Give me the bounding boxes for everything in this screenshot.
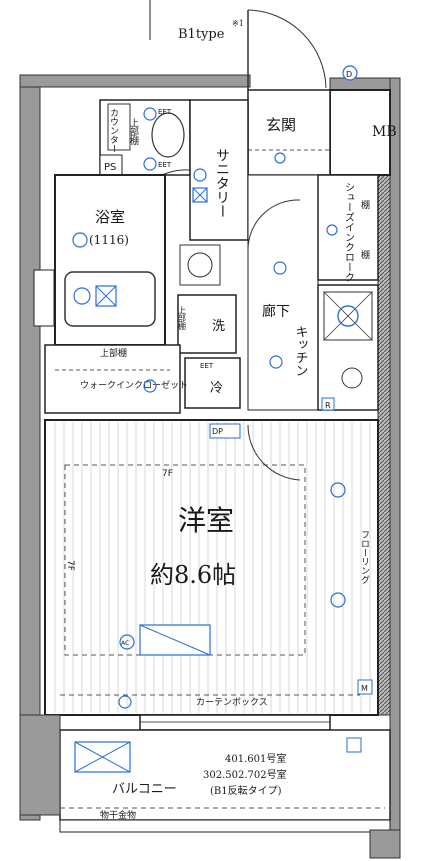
curtain-box-label: カーテンボックス xyxy=(196,697,268,708)
corridor-light-2 xyxy=(269,355,283,369)
toilet-light-2 xyxy=(143,157,157,171)
ps-label: PS xyxy=(104,162,116,173)
left-outer-wall xyxy=(19,74,41,821)
type-label: B1type xyxy=(178,27,225,42)
r-mark: R xyxy=(325,401,331,410)
dp-box xyxy=(209,423,241,439)
right-edge-wall xyxy=(389,77,401,859)
balcony-label: バルコニー xyxy=(112,782,177,797)
entrance-light xyxy=(274,152,286,164)
flowing-ceiling-label: フローリング xyxy=(359,530,370,584)
bathtub xyxy=(64,271,156,327)
ac-outlet xyxy=(119,634,135,650)
air-conditioner-diag xyxy=(139,624,211,656)
wash-label: 洗 xyxy=(212,319,225,334)
upper-shelf-toilet-label: 上部棚 xyxy=(128,118,139,146)
mb-room xyxy=(329,89,391,176)
bath-window xyxy=(33,269,55,327)
closet-light xyxy=(143,379,157,393)
kitchen-sink xyxy=(341,367,363,389)
sanitary-fan-x xyxy=(192,187,208,203)
corridor-light xyxy=(273,261,287,275)
toilet-light-1 xyxy=(143,107,157,121)
fridge-space xyxy=(184,357,241,409)
balcony-note-3: (B1反転タイプ) xyxy=(210,785,282,797)
toilet-bowl xyxy=(151,112,185,158)
eet-mark-1: EET xyxy=(158,108,172,116)
shelf-mark-2: 棚 xyxy=(359,249,370,260)
balcony-rail xyxy=(59,819,391,833)
corridor-area xyxy=(247,174,319,411)
room-light-2 xyxy=(330,592,346,608)
mb-label: MB xyxy=(372,124,397,140)
flooring-label-left: 7F xyxy=(65,560,75,571)
counter-label: カウンター xyxy=(108,108,119,153)
counter-box xyxy=(107,103,131,151)
bathroom-label: 浴室 xyxy=(95,208,125,226)
room-light-1 xyxy=(330,482,346,498)
type-note-mark: ※1 xyxy=(232,19,244,28)
corridor-door-arc xyxy=(247,199,301,251)
clothes-hanger-label: 物干金物 xyxy=(100,809,136,821)
balcony-note-2: 302.502.702号室 xyxy=(203,768,287,781)
walk-in-closet-label: ウォークインクローゼット xyxy=(80,379,188,391)
bath-fan xyxy=(95,285,117,307)
upper-shelf-closet-label: 上部棚 xyxy=(100,347,127,359)
corridor-label: 廊下 xyxy=(262,303,290,320)
r-mark-box xyxy=(321,397,335,411)
upper-shelf-wash-label: 上部棚 xyxy=(178,306,187,331)
sanitary-fan xyxy=(192,187,208,203)
outlet-bottom xyxy=(118,695,132,709)
bathroom-light xyxy=(72,232,88,248)
fridge-label: 冷 xyxy=(210,381,223,396)
room-door-arc xyxy=(247,424,301,481)
shelf-mark-1: 棚 xyxy=(359,199,370,210)
flooring-lines xyxy=(54,422,371,713)
bathtub-drain xyxy=(73,287,91,305)
entrance-label: 玄関 xyxy=(266,116,296,134)
sanitary-room xyxy=(189,99,249,241)
shoes-light xyxy=(326,224,338,236)
western-room-name: 洋室 xyxy=(178,504,234,537)
d-mark-circle xyxy=(342,65,358,81)
dp-mark: DP xyxy=(212,427,223,436)
right-outer-wall xyxy=(377,174,391,716)
shoes-closet-label: シューズインクローク xyxy=(343,182,355,282)
outdoor-unit-x xyxy=(74,741,131,773)
balcony-light xyxy=(346,737,362,753)
kitchen-label: キッチン xyxy=(293,325,308,377)
stove-burner xyxy=(337,305,359,327)
eet-mark-3: EET xyxy=(200,362,214,370)
bath-fan-x xyxy=(95,285,117,307)
western-room-size: 約8.6帖 xyxy=(150,561,236,589)
western-room xyxy=(44,419,379,716)
balcony-left-wall xyxy=(19,714,61,816)
stove-x xyxy=(323,291,373,341)
bottom-right-wall xyxy=(369,829,401,859)
ac-mark: AC xyxy=(121,640,129,647)
wash-basin xyxy=(179,244,221,286)
balcony-note-1: 401.601号室 xyxy=(225,752,286,765)
eet-mark-2: EET xyxy=(158,161,172,169)
walk-in-closet xyxy=(44,344,181,414)
wash-basin-bowl xyxy=(187,252,213,278)
sanitary-light xyxy=(193,168,207,182)
m-mark: M xyxy=(361,684,368,693)
sanitary-label: サニタリー xyxy=(214,148,230,218)
entrance-door-arc xyxy=(247,9,327,89)
m-mark-box xyxy=(357,679,373,695)
d-mark: D xyxy=(346,70,352,79)
top-wall xyxy=(19,74,251,88)
flooring-label-top: 7F xyxy=(162,469,173,479)
washer-space xyxy=(177,294,237,354)
bathroom-size-label: (1116) xyxy=(89,233,129,247)
